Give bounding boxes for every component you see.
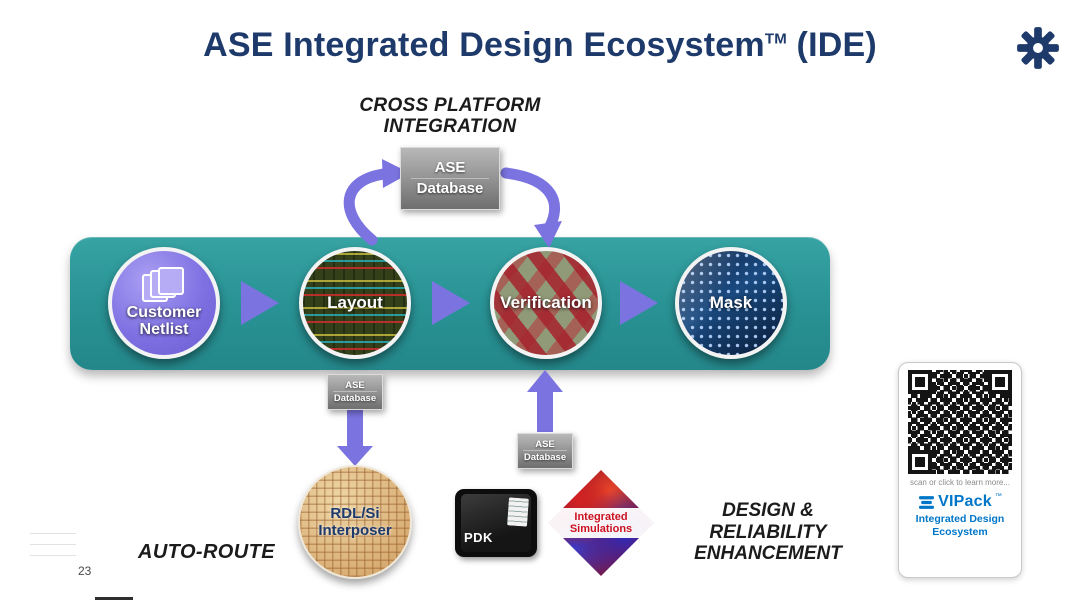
flow-step-label: Layout <box>327 293 383 313</box>
gear-icon <box>1016 26 1060 70</box>
qr-finder-icon <box>988 370 1012 394</box>
integrated-simulations-diamond: Integrated Simulations <box>548 470 654 576</box>
page-title: ASE Integrated Design EcosystemTM (IDE) <box>0 26 1080 65</box>
vipack-brand: VIPack ™ <box>918 493 1002 511</box>
vipack-logo-icon <box>918 495 935 510</box>
cross-platform-line1: CROSS PLATFORM <box>359 95 541 116</box>
down-arrow <box>337 410 373 466</box>
decoration-lines <box>30 533 76 566</box>
rdl-line2: Interposer <box>318 522 392 539</box>
flow-step-mask: Mask <box>675 247 787 359</box>
pdk-document-icon <box>507 497 529 527</box>
flow-step-verification: Verification <box>490 247 602 359</box>
pdk-label: PDK <box>464 530 493 545</box>
database-line1: ASE <box>434 158 466 176</box>
flow-step-label: Mask <box>709 293 753 313</box>
rdl-si-interposer-circle: RDL/Si Interposer <box>298 465 412 579</box>
qr-finder-icon <box>908 370 932 394</box>
title-main: ASE Integrated Design Ecosystem <box>203 26 765 64</box>
ase-database-box-layout: ASE Database <box>327 374 383 410</box>
vipack-subtitle: Integrated Design Ecosystem <box>915 513 1005 538</box>
vipack-name: VIPack <box>938 493 992 510</box>
auto-route-label: AUTO-ROUTE <box>138 541 275 563</box>
flow-step-customer-netlist: Customer Netlist <box>108 247 220 359</box>
sync-arrow-left <box>343 168 390 246</box>
sync-arrow-right <box>500 167 561 234</box>
cross-platform-label: CROSS PLATFORM INTEGRATION <box>320 95 580 137</box>
qr-scan-text: scan or click to learn more... <box>909 478 1011 487</box>
decoration-bar <box>95 597 133 600</box>
design-reliability-label: DESIGN & RELIABILITY ENHANCEMENT <box>694 500 842 565</box>
flow-step-label: Customer Netlist <box>126 304 202 338</box>
vipack-trademark: ™ <box>994 493 1002 500</box>
page-number: 23 <box>78 564 92 578</box>
flow-step-label: Verification <box>500 293 592 313</box>
cross-platform-line2: INTEGRATION <box>383 115 517 137</box>
ase-database-box: ASE Database <box>400 147 500 210</box>
up-arrow <box>527 370 563 432</box>
flow-step-layout: Layout <box>299 247 411 359</box>
title-suffix: (IDE) <box>786 26 877 64</box>
documents-icon <box>140 267 188 303</box>
ase-database-box-verification: ASE Database <box>517 433 573 469</box>
qr-code[interactable] <box>908 370 1012 474</box>
pdk-device: PDK <box>455 489 537 557</box>
title-trademark: TM <box>764 30 787 48</box>
database-line2: Database <box>410 177 490 199</box>
qr-panel: scan or click to learn more... VIPack ™ … <box>898 362 1022 578</box>
rdl-line1: RDL/Si <box>330 504 380 522</box>
qr-finder-icon <box>908 450 932 474</box>
integrated-simulations-label: Integrated Simulations <box>548 508 654 538</box>
